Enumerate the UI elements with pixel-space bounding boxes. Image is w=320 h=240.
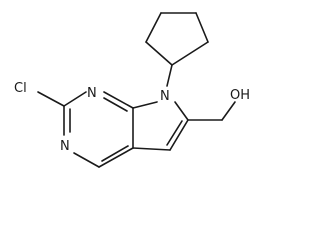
bond-cp-5-1 [171, 41, 209, 66]
atom-label-n3: N [60, 139, 70, 154]
bond-ch2-o [221, 101, 236, 121]
bond-c4-c4a [98, 147, 134, 168]
bond-n7-c6 [174, 101, 189, 121]
bond-n3-c4 [73, 152, 100, 168]
structure-canvas: Cl N N N OH [14, 12, 250, 168]
bond-n1-c2 [63, 91, 87, 107]
atom-labels: Cl N N N OH [14, 81, 250, 154]
bond-c6-c5 [169, 119, 189, 151]
atom-label-oh: OH [230, 88, 250, 103]
bond-cp-2-3 [145, 12, 162, 43]
atom-label-n7: N [160, 89, 170, 104]
atom-label-cl: Cl [14, 81, 27, 96]
bond-n7-c7a [132, 101, 158, 109]
chemical-structure: Cl N N N OH [14, 12, 250, 168]
bonds [37, 12, 236, 168]
bond-c7a-n1 [103, 91, 134, 109]
bond-n7-cyclopentyl [166, 64, 173, 87]
bond-c2-cl [37, 91, 65, 107]
bond-c6-c5-double [166, 120, 183, 146]
bond-c7a-n1-double [103, 97, 128, 112]
atom-label-n1: N [87, 86, 97, 101]
bond-c4-c4a-double [101, 145, 129, 162]
bond-cp-4-5 [195, 12, 209, 43]
bond-cp-1-2 [145, 41, 173, 66]
bond-c5-c4a [132, 147, 171, 151]
